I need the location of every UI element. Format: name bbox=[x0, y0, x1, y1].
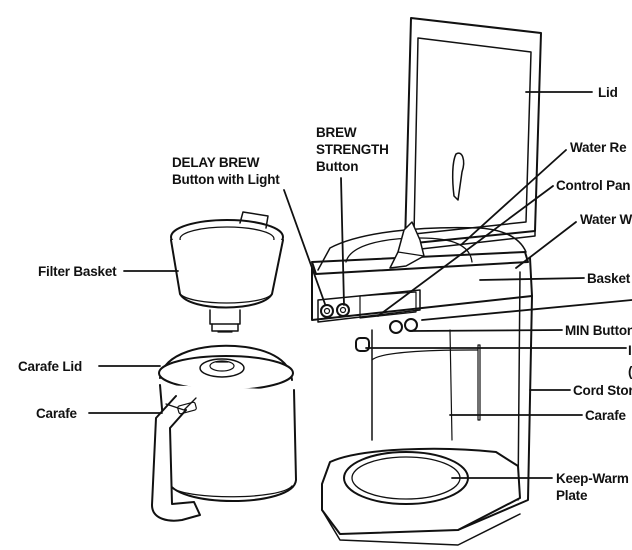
leader-water-window bbox=[515, 221, 577, 269]
label-delay-brew-line2: Button with Light bbox=[172, 172, 280, 187]
label-delay-brew-line1: DELAY BREW bbox=[172, 155, 260, 170]
carafe-drawing bbox=[151, 344, 297, 522]
leader-brew-strength bbox=[340, 177, 345, 306]
label-cord-storage: Cord Stor bbox=[573, 383, 632, 398]
label-brew-strength-line2: STRENGTH bbox=[316, 142, 389, 157]
label-lid: Lid bbox=[598, 85, 618, 100]
label-basket: Basket bbox=[587, 271, 631, 286]
leader-lines bbox=[88, 91, 632, 479]
label-keep-warm-line2: Plate bbox=[556, 488, 588, 503]
brewer-body-drawing bbox=[311, 221, 533, 546]
leader-water-reservoir bbox=[461, 149, 567, 245]
leader-min-button-2 bbox=[409, 329, 563, 332]
label-carafe-right: Carafe bbox=[585, 408, 626, 423]
filter-basket-drawing bbox=[170, 211, 284, 333]
label-brew-strength: BREW STRENGTH Button bbox=[316, 124, 389, 175]
label-partial-1: I bbox=[628, 343, 632, 358]
label-carafe-lid: Carafe Lid bbox=[18, 359, 83, 374]
label-partial-2: ( bbox=[628, 364, 632, 379]
label-brew-strength-line3: Button bbox=[316, 159, 359, 174]
label-filter-basket: Filter Basket bbox=[38, 264, 117, 279]
label-delay-brew: DELAY BREW Button with Light bbox=[172, 154, 280, 188]
label-water-reservoir: Water Re bbox=[570, 140, 627, 155]
leader-min-button bbox=[421, 299, 632, 321]
label-control-panel: Control Pan bbox=[556, 178, 631, 193]
leader-basket bbox=[479, 277, 585, 281]
label-keep-warm-plate: Keep-Warm Plate bbox=[556, 470, 629, 504]
label-carafe-left: Carafe bbox=[36, 406, 77, 421]
leader-delay-brew bbox=[283, 189, 326, 305]
lid-drawing bbox=[404, 17, 542, 251]
label-brew-strength-line1: BREW bbox=[316, 125, 357, 140]
label-min-button: MIN Button bbox=[565, 323, 632, 338]
label-water-window: Water W bbox=[580, 212, 632, 227]
label-keep-warm-line1: Keep-Warm bbox=[556, 471, 629, 486]
leader-control-panel bbox=[377, 185, 554, 317]
